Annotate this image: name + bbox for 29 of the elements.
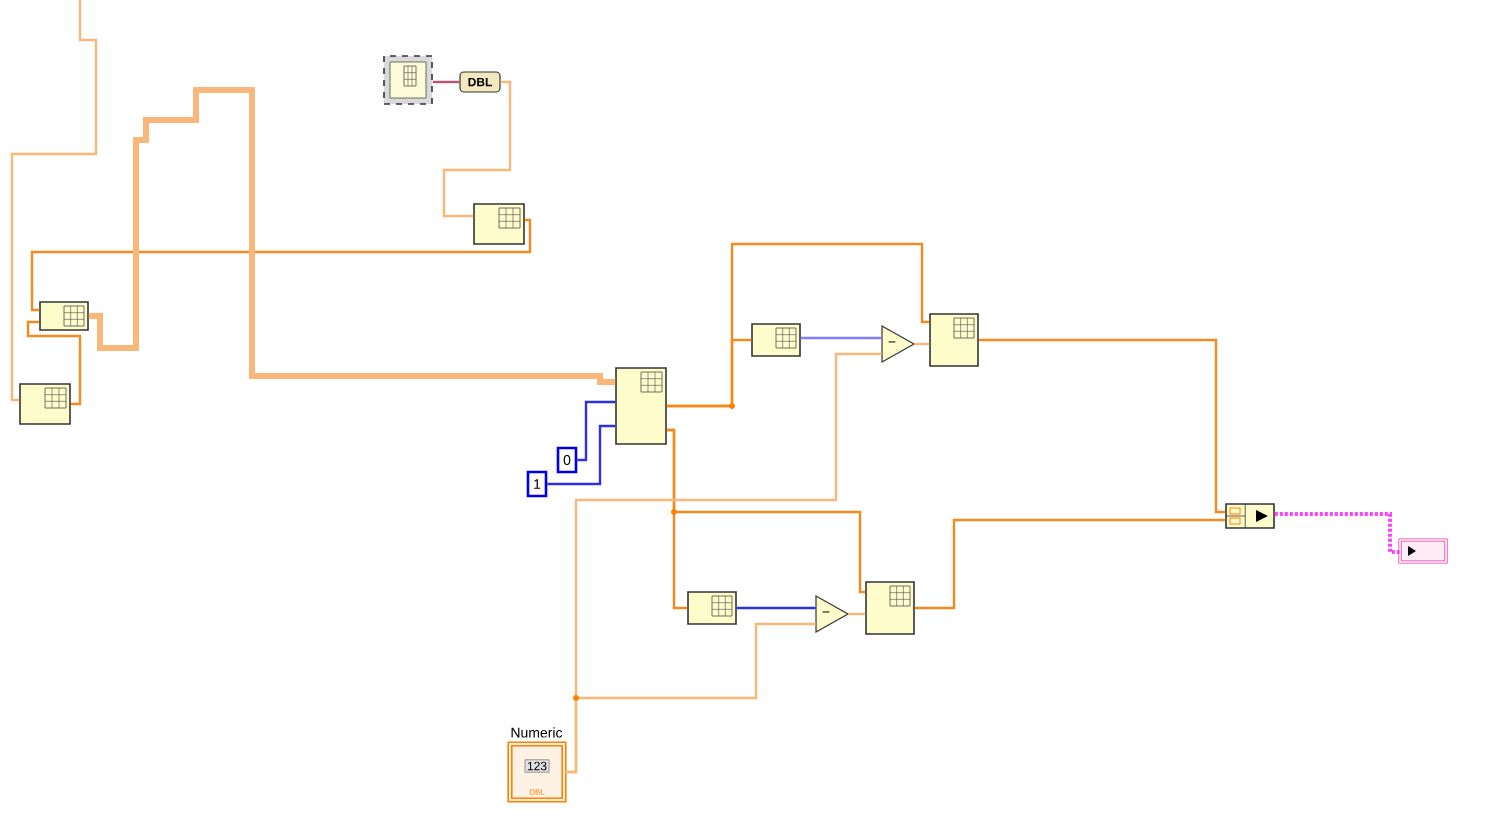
express-icon <box>383 55 433 105</box>
function-icon <box>687 591 737 625</box>
wire <box>736 606 816 610</box>
wire <box>848 612 866 616</box>
wire <box>577 400 616 462</box>
wire <box>1274 512 1400 554</box>
wire <box>88 87 616 385</box>
wire <box>914 518 1226 610</box>
wire <box>30 218 532 312</box>
wire <box>432 80 460 84</box>
wire <box>666 242 930 408</box>
wire <box>666 428 866 594</box>
function-icon <box>473 203 525 245</box>
function-icon <box>615 367 667 445</box>
function-icon <box>865 581 915 635</box>
function-icon <box>929 313 979 367</box>
wire <box>442 80 512 218</box>
function-icon <box>19 383 71 425</box>
indicator-icon <box>1398 538 1448 564</box>
wire <box>10 0 98 402</box>
wire <box>978 338 1226 514</box>
wire <box>547 424 616 486</box>
wire <box>564 622 816 774</box>
function-icon <box>1225 503 1275 529</box>
wire <box>800 336 882 340</box>
wire <box>26 320 82 406</box>
wire <box>914 342 930 346</box>
function-icon <box>751 323 801 357</box>
function-icon <box>39 301 89 331</box>
